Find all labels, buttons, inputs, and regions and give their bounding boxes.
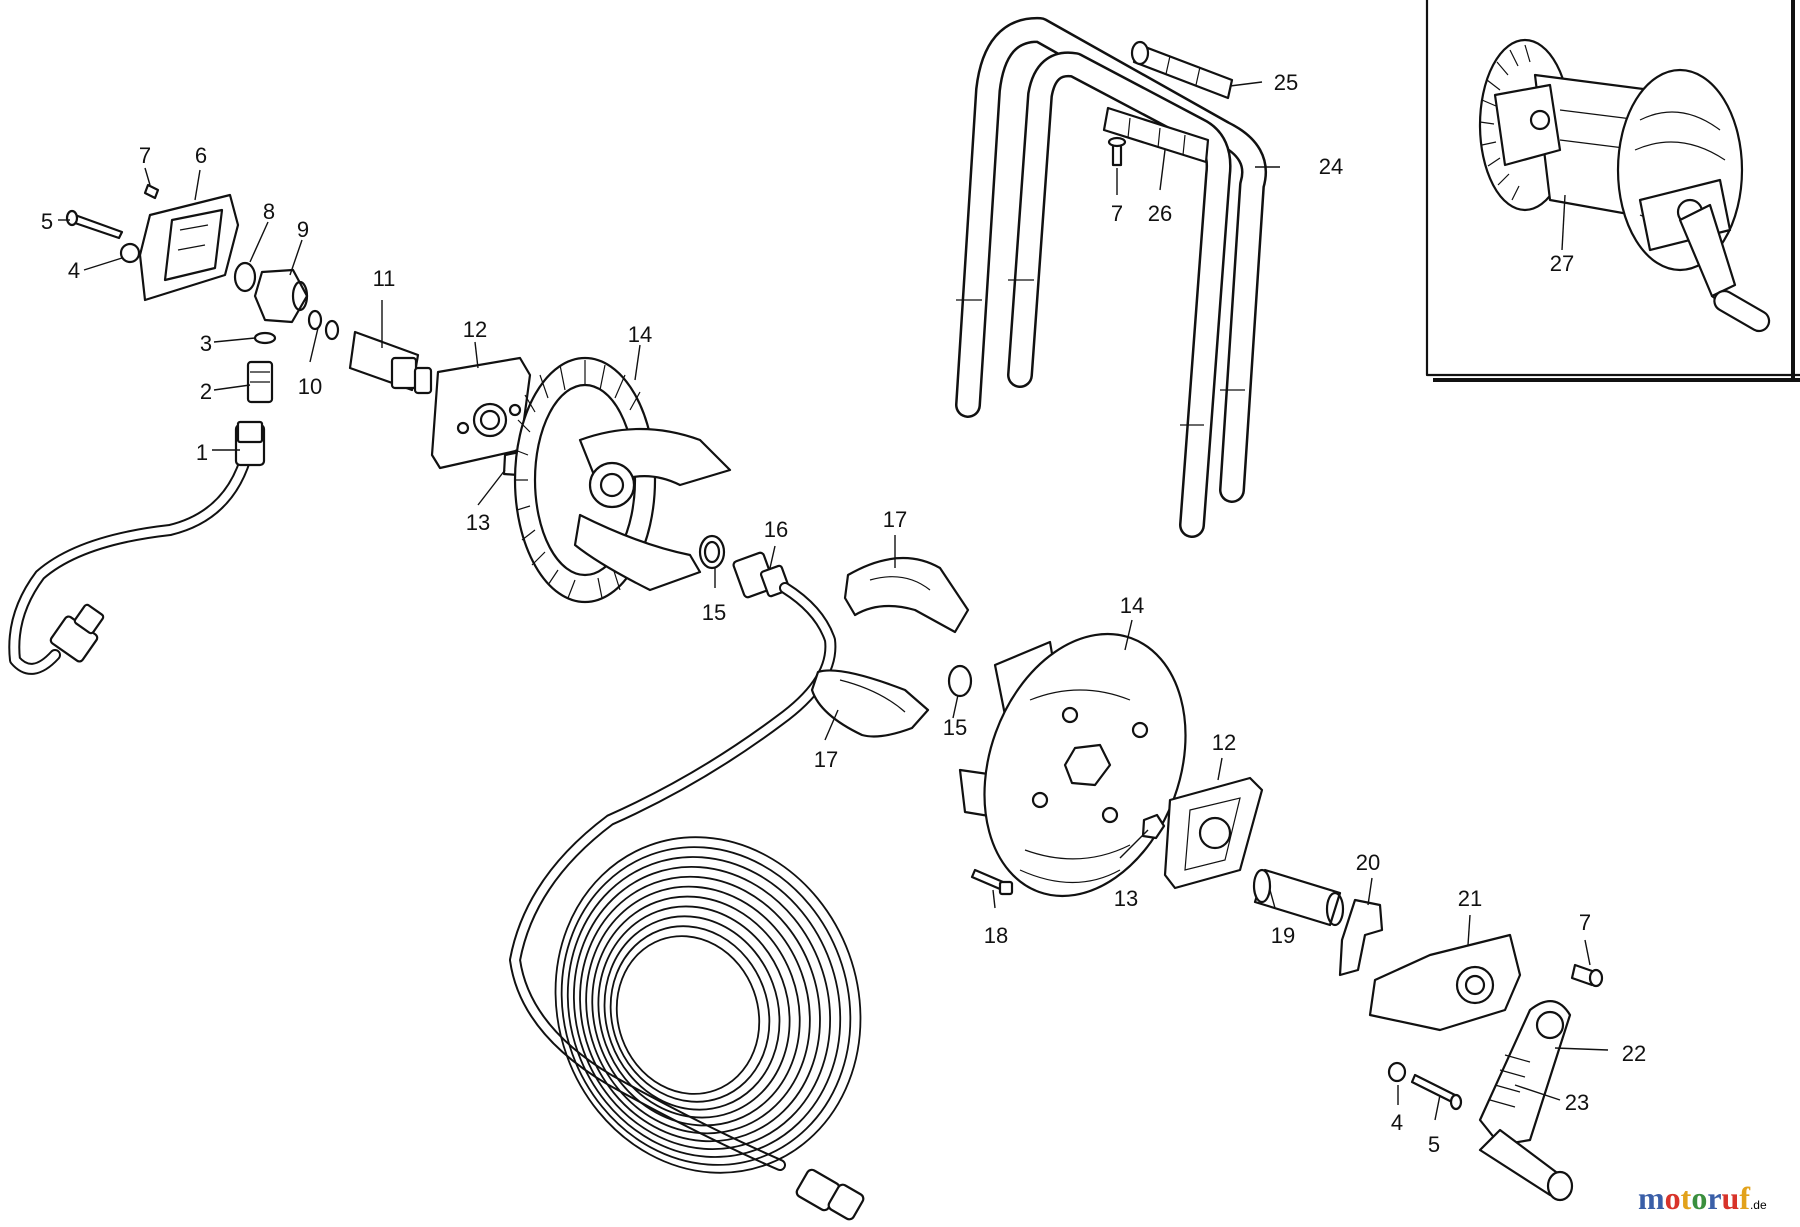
part-label-9: 9 <box>297 217 309 242</box>
part-label-21: 21 <box>1458 886 1482 911</box>
part-label-15-left: 15 <box>702 600 726 625</box>
part-label-17-bottom: 17 <box>814 747 838 772</box>
part-label-25: 25 <box>1274 70 1298 95</box>
part-label-7-left: 7 <box>139 143 151 168</box>
part-labels: 1 2 3 4 5 6 7 8 9 10 11 12 13 14 15 16 1… <box>41 70 1646 1157</box>
part-label-7-top: 7 <box>1111 201 1123 226</box>
reel-flange-right <box>958 632 1187 898</box>
part-label-8: 8 <box>263 199 275 224</box>
part-label-11: 11 <box>373 266 396 291</box>
right-bracket-assembly <box>970 776 1604 1202</box>
part-label-22: 22 <box>1622 1041 1646 1066</box>
reel-flange-left <box>513 356 732 604</box>
part-label-26: 26 <box>1148 201 1172 226</box>
part-label-20: 20 <box>1356 850 1380 875</box>
watermark-logo-text: motoruf <box>1638 1180 1750 1216</box>
watermark-domain-suffix: .de <box>1749 1198 1767 1212</box>
hose-coil <box>509 582 865 1221</box>
part-label-2: 2 <box>200 379 212 404</box>
part-label-23: 23 <box>1565 1090 1589 1115</box>
part-label-12-left: 12 <box>463 317 487 342</box>
part-label-10: 10 <box>298 374 322 399</box>
circlip-right <box>947 664 973 698</box>
leader-lines <box>58 81 1609 1121</box>
part-label-19: 19 <box>1271 923 1295 948</box>
part-label-1: 1 <box>196 440 208 465</box>
motoruf-watermark-logo: motoruf.de <box>1638 1180 1794 1220</box>
part-label-14-left: 14 <box>628 322 652 347</box>
part-label-5-left: 5 <box>41 209 53 234</box>
inset-assembled-reel <box>1425 0 1800 382</box>
frame-handle <box>955 17 1268 538</box>
part-label-13-left: 13 <box>466 510 490 535</box>
part-label-24: 24 <box>1319 154 1343 179</box>
part-label-15-right: 15 <box>943 715 967 740</box>
drum-half-shells <box>810 556 970 738</box>
part-label-4-left: 4 <box>68 258 80 283</box>
part-label-17-top: 17 <box>883 507 907 532</box>
part-label-4-right: 4 <box>1391 1110 1403 1135</box>
part-label-16: 16 <box>764 517 788 542</box>
part-label-5-right: 5 <box>1428 1132 1440 1157</box>
part-label-14-right: 14 <box>1120 593 1144 618</box>
part-label-13-right: 13 <box>1114 886 1138 911</box>
part-label-27: 27 <box>1550 251 1574 276</box>
part-label-6: 6 <box>195 143 207 168</box>
part-label-3: 3 <box>200 331 212 356</box>
circlip-and-hose-end <box>698 534 791 599</box>
part-label-12-right: 12 <box>1212 730 1236 755</box>
part-label-7-right: 7 <box>1579 910 1591 935</box>
left-bracket-assembly <box>8 183 532 675</box>
part-label-18: 18 <box>984 923 1008 948</box>
